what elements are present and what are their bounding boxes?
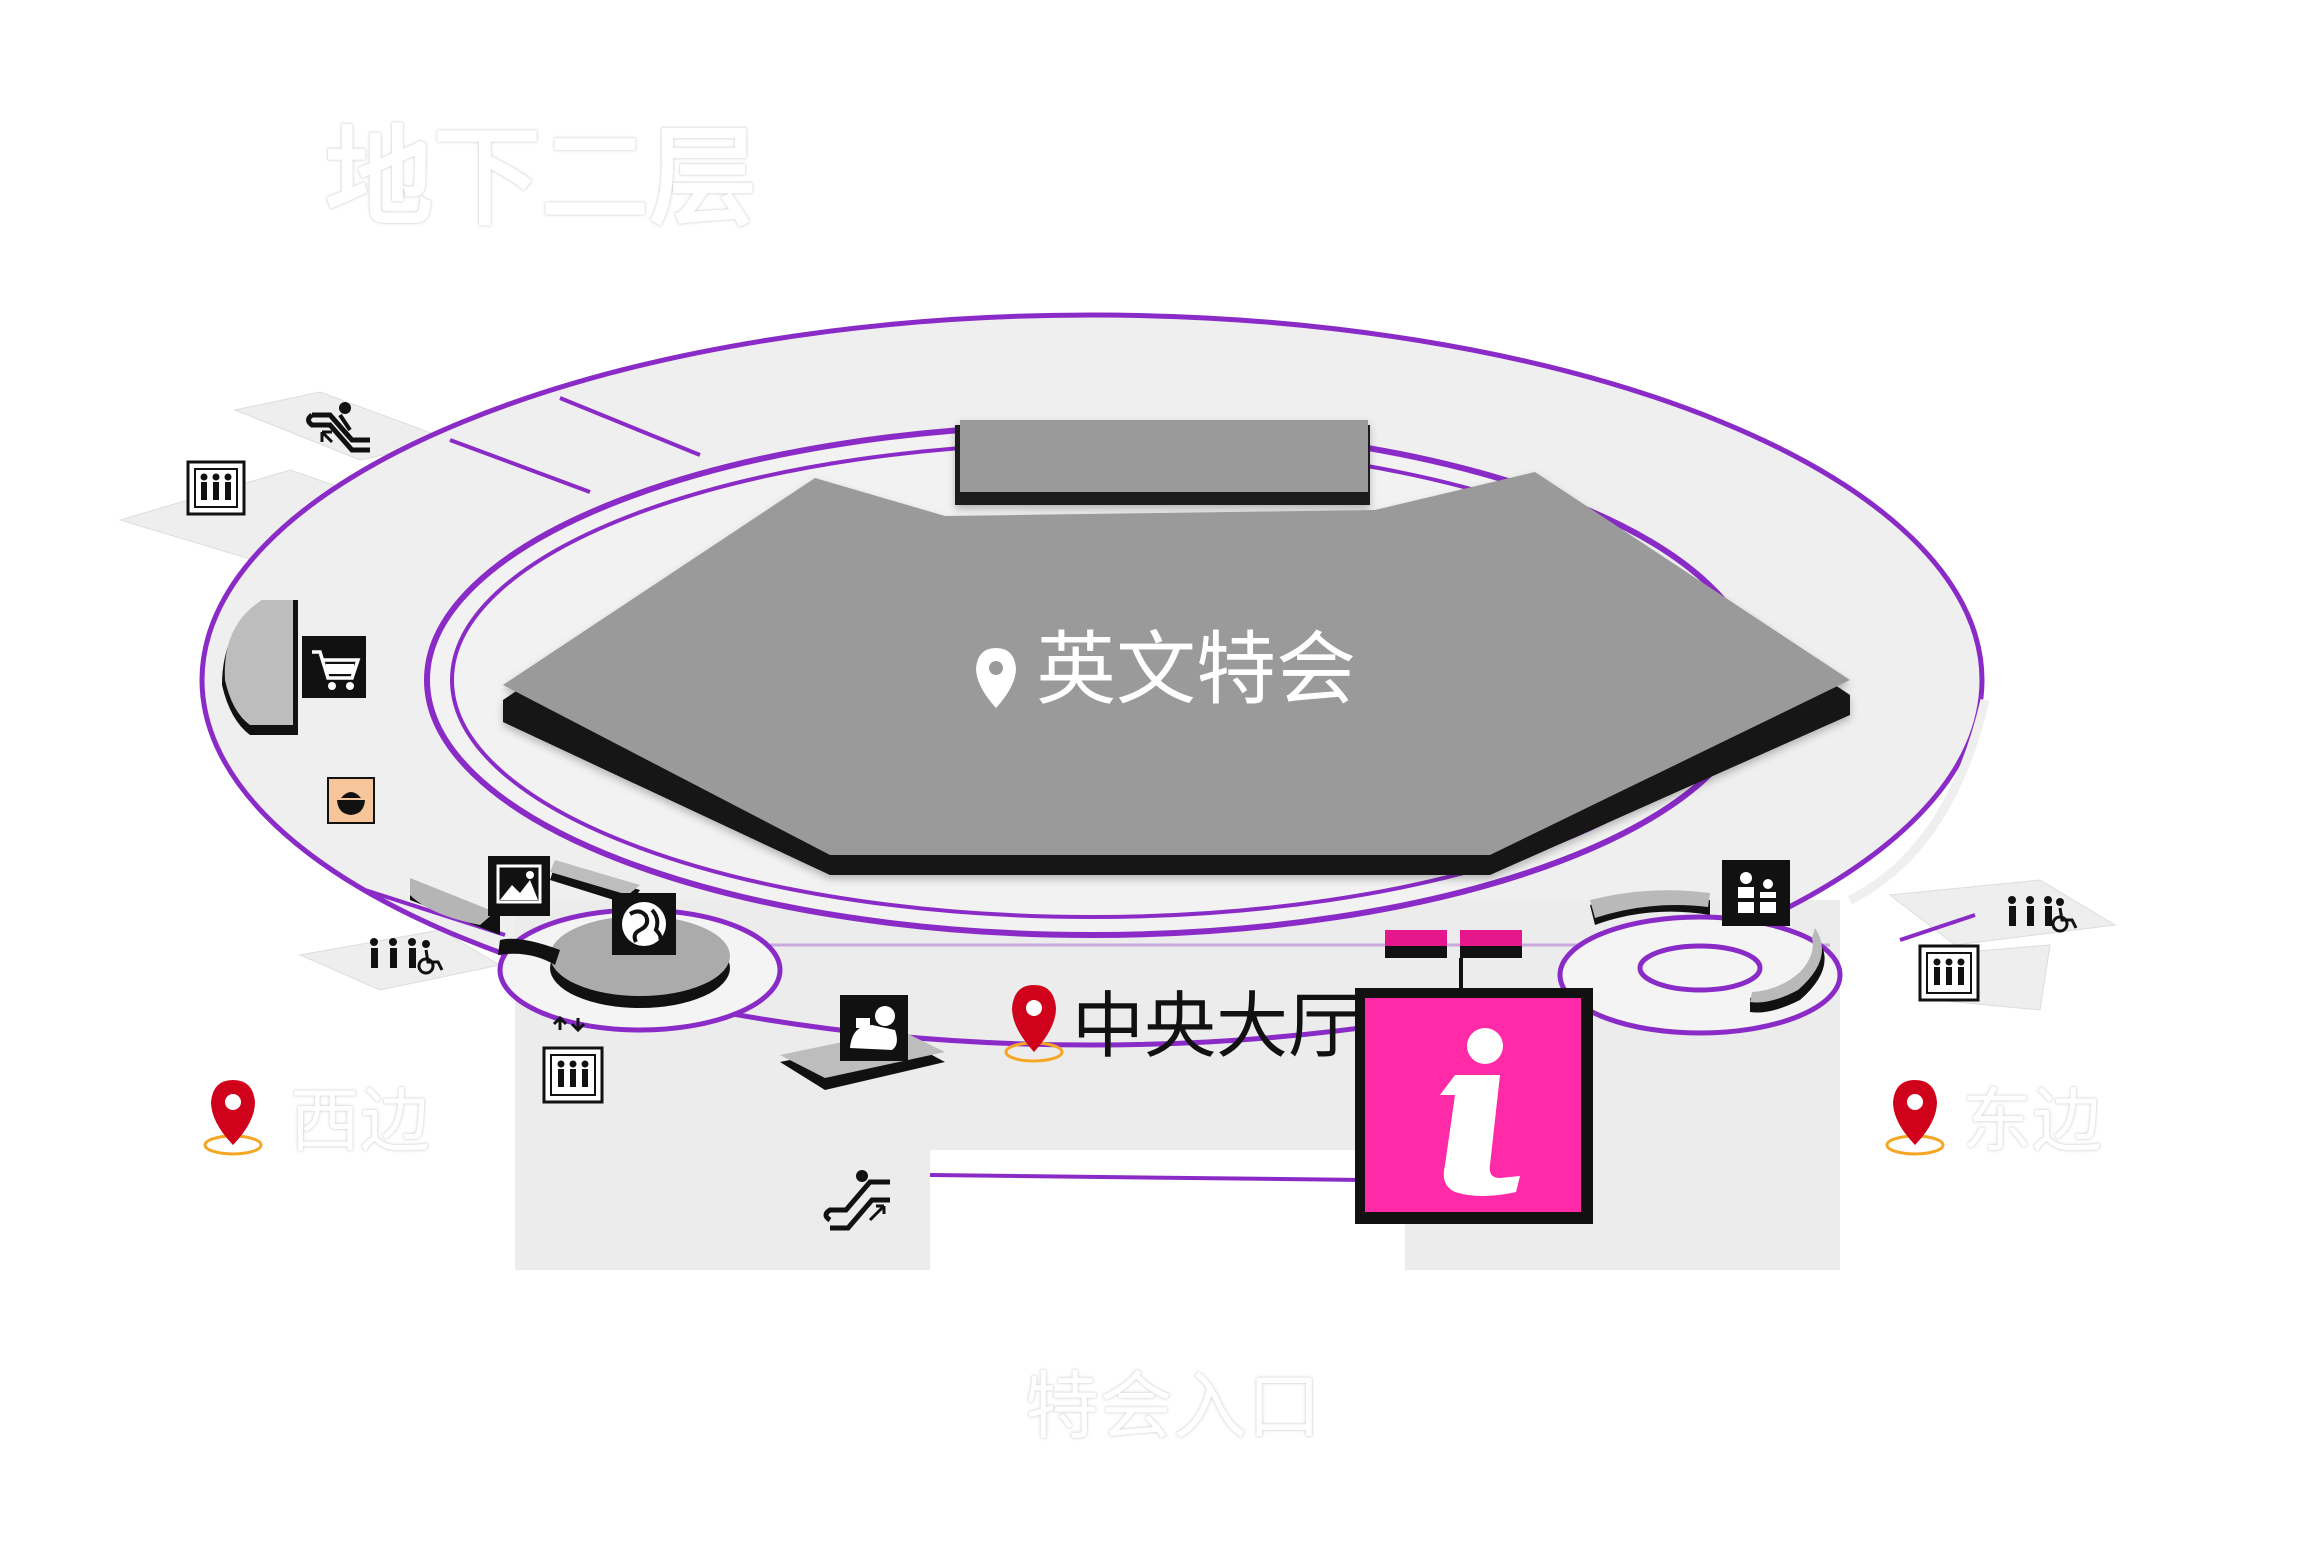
location-pin-icon xyxy=(1004,985,1064,1063)
information-icon xyxy=(1467,1028,1503,1064)
globe-pod xyxy=(497,907,783,1033)
east-label[interactable]: 东边 xyxy=(1962,1080,2102,1162)
location-pin-icon xyxy=(976,648,1016,708)
family-icon[interactable] xyxy=(1722,860,1790,926)
escalator-icon[interactable] xyxy=(823,1170,890,1231)
shopping-cart-icon[interactable] xyxy=(302,636,366,698)
entrance-label[interactable]: 特会入口 xyxy=(1025,1364,1321,1450)
restroom-accessible-icon[interactable] xyxy=(370,938,444,975)
floor-title: 地下二层 xyxy=(325,116,758,241)
restroom-icon[interactable] xyxy=(186,460,246,516)
food-bowl-icon[interactable] xyxy=(327,777,375,824)
escalator-icon[interactable] xyxy=(306,402,371,453)
east-pod xyxy=(1557,890,1843,1036)
location-pin-icon xyxy=(1885,1080,1945,1156)
main-stage xyxy=(503,420,1850,875)
information-kiosk[interactable] xyxy=(1355,930,1593,1224)
restroom-accessible-icon[interactable] xyxy=(2008,896,2078,933)
hall-name-label[interactable]: 英文特会 xyxy=(1036,623,1356,716)
location-pin-icon xyxy=(203,1080,263,1156)
baby-care-icon[interactable] xyxy=(840,995,908,1061)
picture-icon[interactable] xyxy=(488,856,550,916)
west-label[interactable]: 西边 xyxy=(290,1080,430,1162)
lobby-label[interactable]: 中央大厅 xyxy=(1072,984,1361,1068)
elevator-icon[interactable] xyxy=(542,1015,604,1104)
globe-icon[interactable] xyxy=(612,893,676,955)
restroom-icon[interactable] xyxy=(1918,944,1980,1002)
